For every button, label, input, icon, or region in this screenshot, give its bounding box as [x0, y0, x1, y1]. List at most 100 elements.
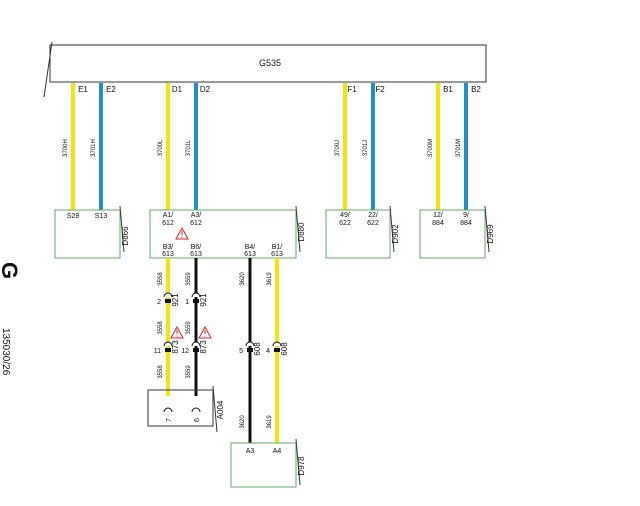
- inline-connector-608: 5 4 608 608: [239, 341, 289, 356]
- pin-d1: D1: [172, 85, 183, 94]
- connector-d880-pin-b6-sub: 613: [190, 251, 202, 258]
- inline-608-right-symbol: [272, 341, 282, 347]
- warning-icon: [175, 226, 189, 240]
- connector-d866-label: D866: [121, 226, 130, 246]
- wire-label-3620-top: 3620: [240, 272, 246, 286]
- connector-d880-pin-b6: B6/: [191, 244, 202, 251]
- margin-annotation: G 135030/26: [0, 262, 22, 376]
- inline-873-right-pin-number: 12: [181, 348, 189, 355]
- connector-d880-box: [149, 209, 297, 259]
- connector-d880-pin-a3-sub: 612: [190, 220, 202, 227]
- margin-letter: G: [0, 262, 22, 279]
- inline-921-left-pin: [165, 299, 171, 303]
- connector-d978-break: [295, 438, 301, 486]
- pin-f2: F2: [375, 85, 385, 94]
- connector-a004-pin-1: 7: [166, 418, 173, 422]
- inline-608-left-pin-number: 5: [239, 348, 243, 355]
- connector-d880-pin-b4-sub: 613: [244, 251, 256, 258]
- wire-label-3620-low: 3620: [240, 415, 246, 429]
- connector-d880-pin-b1-sub: 613: [271, 251, 283, 258]
- connector-d880-label: D880: [297, 222, 306, 242]
- inline-921-right-label: 921: [199, 293, 208, 307]
- wire-label-3701h: 3701H: [91, 139, 97, 157]
- connector-a004-pin-2-symbol: [191, 407, 201, 413]
- inline-connector-873: 11 12 873 873: [154, 325, 212, 355]
- connector-d880-pin-a1-sub: 612: [162, 220, 174, 227]
- wire-label-3619-top: 3619: [267, 272, 273, 286]
- connector-d880-pin-b3-sub: 613: [162, 251, 174, 258]
- inline-873-left-pin: [165, 348, 171, 352]
- inline-608-right-pin-number: 4: [266, 348, 270, 355]
- connector-a004-pin-2: 6: [194, 418, 201, 422]
- connector-d902-pin-1: 49/: [340, 212, 350, 219]
- connector-d978-label: D978: [297, 456, 306, 476]
- module-g535-pin-labels: E1 E2 D1 D2 F1 F2 B1 B2: [78, 85, 481, 94]
- connector-d969-label: D969: [486, 224, 495, 244]
- module-g535-box: [49, 44, 487, 83]
- connector-d969-break: [484, 205, 490, 253]
- connector-a004-label: A004: [216, 400, 225, 419]
- connector-d902-pin-2-sub: 622: [367, 220, 379, 227]
- connector-d880: A1/ 612 A3/ 612 B3/ 613 B6/ 613 B4/ 613 …: [149, 205, 306, 259]
- inline-873-left-pin-number: 11: [154, 348, 161, 355]
- inline-873-right-label: 873: [199, 340, 208, 354]
- inline-608-right-pin: [274, 348, 280, 352]
- wire-label-3701l: 3701L: [186, 139, 192, 156]
- inline-873-right-pin: [193, 348, 199, 352]
- connector-d880-pin-b1: B1/: [272, 244, 283, 251]
- inline-608-left-pin: [247, 348, 253, 352]
- connector-d969-box: [419, 209, 486, 259]
- connector-d978: A3 A4 D978: [230, 438, 306, 488]
- connector-d866-box: [54, 209, 121, 259]
- inline-921-right-pin: [193, 299, 199, 303]
- margin-code: 135030/26: [0, 328, 11, 376]
- connector-d902-break: [389, 205, 395, 253]
- inline-921-left-pin-number: 2: [157, 299, 161, 306]
- pin-d2: D2: [200, 85, 211, 94]
- connector-d978-box: [230, 442, 297, 488]
- wire-label-3700j: 3700J: [335, 140, 341, 156]
- connector-d969: 12/ 884 9/ 884 D969: [419, 205, 495, 259]
- module-g535: G535: [43, 41, 487, 98]
- inline-connector-921: 2 1 921 921: [157, 292, 208, 307]
- connector-d880-pin-b4: B4/: [245, 244, 256, 251]
- warning-icon: [198, 325, 212, 339]
- connector-d880-break: [295, 205, 301, 253]
- connector-d978-pin-2: A4: [273, 448, 282, 455]
- inline-873-right-symbol: [191, 341, 201, 347]
- inline-921-left-symbol: [163, 292, 173, 298]
- inline-608-right-label: 608: [280, 342, 289, 356]
- warning-icon: [170, 325, 184, 339]
- pin-e2: E2: [106, 85, 116, 94]
- connector-d969-pin-2: 9/: [463, 212, 469, 219]
- pin-b1: B1: [443, 85, 453, 94]
- pin-f1: F1: [347, 85, 357, 94]
- module-g535-label: G535: [259, 58, 281, 68]
- wire-label-3559-low: 3559: [186, 365, 192, 379]
- connector-d866-pin-1: S29: [67, 213, 80, 220]
- connector-a004-box: [147, 389, 214, 427]
- connector-d866: S29 S13 D866: [54, 205, 130, 259]
- wire-label-3619-low: 3619: [267, 415, 273, 429]
- connector-d880-pin-a1: A1/: [163, 212, 174, 219]
- connector-d969-pin-1-sub: 884: [432, 220, 444, 227]
- top-wire-labels: 3700H 3701H 3700L 3701L 3700J 3701J 3700…: [63, 139, 462, 157]
- connector-d902: 49/ 622 22/ 622 D902: [325, 205, 400, 259]
- wire-label-3558-mid: 3558: [158, 321, 164, 335]
- lower-wire-labels: 3558 3559 3620 3619 3558 3559 3558 3559 …: [158, 272, 273, 429]
- connector-d866-pin-2: S13: [95, 213, 108, 220]
- connector-d978-pin-1: A3: [246, 448, 255, 455]
- connector-d902-box: [325, 209, 391, 259]
- connector-d902-pin-1-sub: 622: [339, 220, 351, 227]
- connector-d902-label: D902: [391, 224, 400, 244]
- wire-label-3701m: 3701M: [456, 139, 462, 157]
- connector-d902-pin-2: 22/: [368, 212, 378, 219]
- inline-873-left-symbol: [163, 341, 173, 347]
- wire-label-3558-low: 3558: [158, 365, 164, 379]
- connector-a004-break: [212, 385, 218, 433]
- inline-921-left-label: 921: [171, 293, 180, 307]
- wire-label-3559-mid: 3559: [186, 321, 192, 335]
- wire-label-3700h: 3700H: [63, 139, 69, 157]
